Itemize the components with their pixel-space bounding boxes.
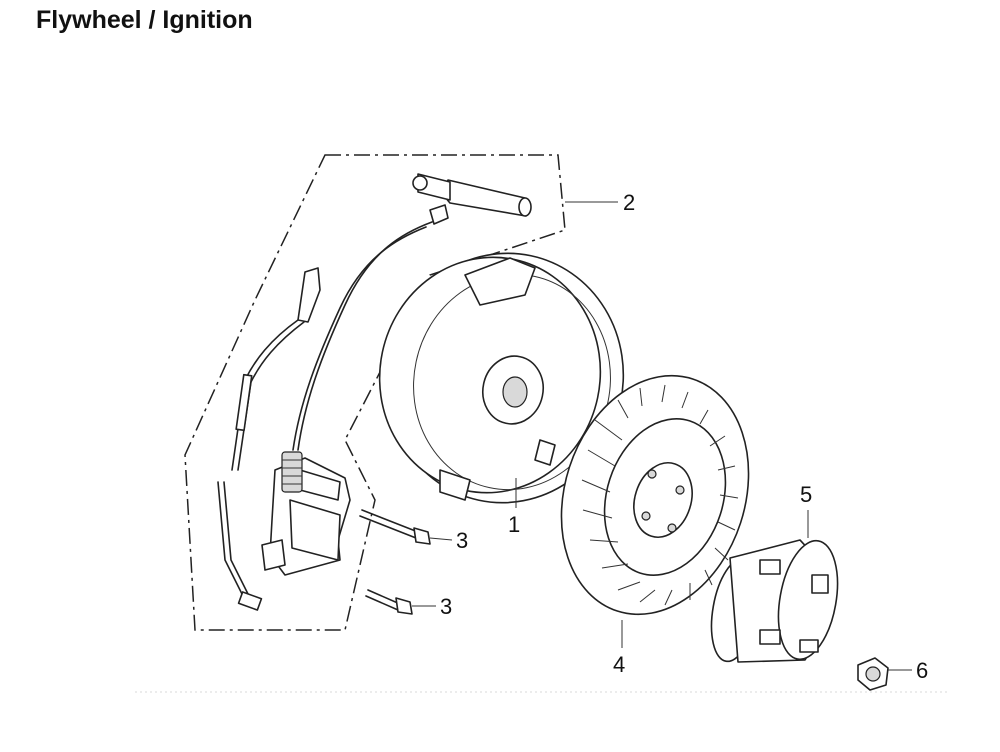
coil-bolt-upper xyxy=(359,509,431,545)
callout-label-3-upper: 3 xyxy=(456,528,468,553)
page-title: Flywheel / Ignition xyxy=(36,6,253,34)
coil-bolt-lower xyxy=(365,589,413,615)
callout-label-3-lower: 3 xyxy=(440,594,452,619)
ground-wire xyxy=(217,267,321,611)
callout-label-2: 2 xyxy=(623,190,635,215)
spark-plug-cap xyxy=(412,173,532,225)
callout-label-4: 4 xyxy=(613,652,625,677)
callout-label-6: 6 xyxy=(916,658,928,683)
callout-label-1: 1 xyxy=(508,512,520,537)
starter-cup xyxy=(710,539,839,663)
cooling-fan xyxy=(560,374,750,616)
flywheel xyxy=(378,252,625,504)
callout-label-5: 5 xyxy=(800,482,812,507)
ignition-group-boundary xyxy=(184,154,566,631)
ignition-coil xyxy=(261,451,351,576)
flywheel-nut xyxy=(857,657,889,691)
high-tension-lead xyxy=(297,221,433,451)
